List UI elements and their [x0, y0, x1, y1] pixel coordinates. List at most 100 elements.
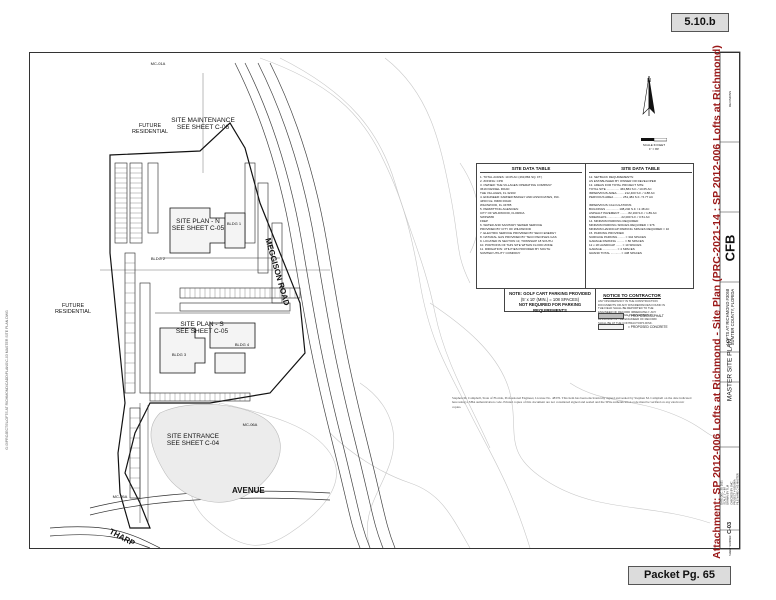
site-data-right-line: SIDEWALKS ................ 22,000 S.F. /…	[589, 215, 650, 219]
site-entrance-label: SITE ENTRANCE SEE SHEET C-04	[166, 433, 220, 448]
mc-05a-label: MC-05A	[112, 494, 128, 499]
site-data-left-line: WILDWOOD, FL 34785	[480, 203, 512, 207]
site-data-right-line: GRAND TOTAL ............ = 438 SPACES	[589, 251, 642, 255]
site-maintenance-label: SITE MAINTENANCE SEE SHEET C-06	[171, 117, 235, 132]
mc-06a-label: MC-06A	[242, 422, 258, 427]
site-data-left-line: THE VILLAGES, FL 32163	[480, 191, 516, 195]
site-plan-drawing	[49, 57, 720, 548]
site-data-right-line: AS ESTABLISHED BY OWNER OR DEVELOPER	[589, 179, 656, 183]
svg-text:N: N	[647, 78, 651, 84]
scale-bar: SCALE IN FEET 1" = 80'	[641, 137, 668, 151]
item-number-badge: 5.10.b	[671, 13, 729, 32]
bldg-1-label: BLDG 1	[226, 221, 242, 226]
bldg-4-label: BLDG 4	[234, 342, 250, 347]
site-data-right-line: IMPERVIOUS AREA ........ 212,400 S.F. / …	[589, 191, 655, 195]
note-title: NOTE: GOLF CART PARKING PROVIDED	[509, 291, 591, 296]
entrance-pond	[150, 404, 281, 503]
scale-label: SCALE IN FEET	[642, 143, 666, 147]
title-block-frame	[719, 51, 741, 550]
site-data-left-line: 3619 KIESSEL ROAD	[480, 187, 510, 191]
future-residential-left-label: FUTURE RESIDENTIAL	[54, 303, 92, 316]
site-data-right-line: PERVIOUS AREA .......... 251,484 S.F. / …	[589, 195, 654, 199]
revisions-label: REVISIONS	[728, 90, 732, 108]
sheet-number: C-03	[727, 521, 733, 534]
legend-asphalt: = PROPOSED ASPHALT	[598, 312, 698, 320]
mc-01a-label: MC-01A	[150, 61, 166, 66]
site-data-right-line: 12. SETBACK REQUIREMENTS:	[589, 175, 634, 179]
site-data-left-line: SWFWMD	[480, 215, 495, 219]
site-data-left-line: CITY OF WILDWOOD, FLORIDA	[480, 211, 525, 215]
bldg-2-label: BLDG 2	[150, 256, 166, 261]
site-data-right-line: TOTAL SITE ............... 463,884 S.F. …	[589, 187, 652, 191]
site-data-right-line: 15. PARKING PROVIDED	[589, 231, 624, 235]
asphalt-swatch	[598, 313, 624, 319]
site-data-left-line: 10. PORTIONS OF THIS SITE WITHIN FLOOD Z…	[480, 243, 553, 247]
site-plan-s-label: SITE PLAN - S SEE SHEET C-05	[175, 321, 229, 336]
site-data-right-line: 12 x 18 HANDICAP ....... = 10 SPACES	[589, 243, 642, 247]
sheet-number-text: SHEET NUMBER C-03	[727, 522, 733, 556]
future-residential-top-label: FUTURE RESIDENTIAL	[131, 123, 169, 136]
site-data-right-column: SITE DATA TABLE 12. SETBACK REQUIREMENTS…	[586, 164, 695, 288]
site-data-left-line: 6. WATER AND SANITARY SEWER SERVICE	[480, 223, 543, 227]
north-arrow-icon: N	[642, 75, 655, 116]
site-data-right-line: MINIMUM HANDICAP PARKING SPACES REQUIRED…	[589, 227, 670, 231]
site-data-right-line: ASPHALT PAVEMENT ......... 82,160 S.F. /…	[589, 211, 657, 215]
note-line3: NOT REQUIRED FOR PARKING REQUIREMENTS	[518, 302, 582, 313]
site-data-left-line: 11. IRRIGATION: UTILITIES PROVIDED BY SO…	[480, 247, 551, 251]
site-data-left-line: FDEP	[480, 219, 489, 223]
site-data-left-lines: 1. TOTAL ACRES: 10.65 AC (463,884 SQ. FT…	[480, 175, 582, 255]
asphalt-label: = PROPOSED ASPHALT	[628, 314, 664, 318]
site-data-right-line: 14. MINIMUM PARKING REQUIRED	[589, 219, 639, 223]
project-line2: SUMTER COUNTY, FLORIDA	[730, 288, 735, 346]
site-data-left-line: 9. LOCATED IN SECTION 13, TOWNSHIP 18 SO…	[480, 239, 553, 243]
site-data-table: SITE DATA TABLE 1. TOTAL ACRES: 10.65 AC…	[476, 163, 694, 289]
site-data-left-line: 4. ENGINEER: FARNER BARLEY AND ASSOCIATE…	[480, 195, 560, 199]
site-data-left-line: 7. ELECTRIC SERVICE PROVIDED BY SECO ENE…	[480, 231, 557, 235]
attachment-label-text: Attachment: SP 2012-006 Lofts at Richmon…	[711, 44, 723, 559]
site-data-left-line: 5. PERMITTING AGENCIES:	[480, 207, 519, 211]
site-data-left-line: 2. ZONING: CPD	[480, 179, 504, 183]
file-path-text: G:\3\PROJECTS\LOFTS AT RICHMOND\CADD\PLA…	[5, 310, 9, 450]
parking-stripes	[115, 167, 296, 489]
file-label: FILE NAME	[736, 490, 740, 505]
site-data-left-line: 3. OWNER: THE VILLAGES OPERATING COMPANY	[480, 183, 552, 187]
site-data-left-line: 1. TOTAL ACRES: 10.65 AC (463,884 SQ. FT…	[480, 175, 543, 179]
site-data-left-title: SITE DATA TABLE	[480, 166, 582, 173]
site-data-right-line: GARAGE PARKING ......... = 80 SPACES	[589, 239, 644, 243]
legend-concrete: = PROPOSED CONCRETE	[598, 323, 698, 331]
attachment-side-label: Attachment: SP 2012-006 Lofts at Richmon…	[707, 45, 727, 559]
engineer-seal-disclaimer: Stephen M. Campbell, State of Florida, P…	[452, 396, 692, 409]
notice-text: ANY DISCREPANCY IN THE CONSTRUCTION DOCU…	[598, 299, 666, 325]
buildings	[159, 207, 256, 374]
avenue-road	[49, 490, 331, 548]
packet-page-badge: Packet Pg. 65	[628, 566, 731, 585]
meggison-road	[234, 62, 396, 548]
file-value: C-03 MASTER	[736, 472, 740, 490]
drive-aisles	[139, 257, 290, 523]
sheet-number-label: SHEET NUMBER	[729, 535, 732, 557]
site-data-right-title: SITE DATA TABLE	[589, 166, 692, 173]
site-data-right-line: GARAGE ................. = 4 SPACES	[589, 247, 635, 251]
drawing-sheet	[29, 52, 740, 549]
site-data-right-line: MINIMUM PARKING SPACES REQUIRED = 376	[589, 223, 655, 227]
site-data-right-line: SURFACE PARKING ........ = 344 SPACES	[589, 235, 646, 239]
note-line2: (5' x 10' (MIN.) = 108 SPACES)	[520, 296, 580, 302]
site-data-left-line: SUMTER UTILITY COMPANY	[480, 251, 521, 255]
avenue-label: AVENUE	[232, 486, 265, 495]
site-data-left-column: SITE DATA TABLE 1. TOTAL ACRES: 10.65 AC…	[477, 164, 586, 288]
notice-to-contractor: NOTICE TO CONTRACTOR ANY DISCREPANCY IN …	[598, 293, 666, 325]
sheet-title: MASTER SITE PLAN	[726, 338, 734, 401]
site-data-right-lines: 12. SETBACK REQUIREMENTS: AS ESTABLISHED…	[589, 175, 692, 255]
site-data-left-line: PROVIDED BY CITY OF WILDWOOD	[480, 227, 532, 231]
bldg-3-label: BLDG 3	[171, 352, 187, 357]
site-data-right-line: BUILDINGS ............... 108,240 S.F. /…	[589, 207, 650, 211]
site-data-left-line: 4450 N.E. 83RD ROAD	[480, 199, 512, 203]
golf-cart-note: NOTE: GOLF CART PARKING PROVIDED (5' x 1…	[504, 288, 596, 313]
file-path-margin: G:\3\PROJECTS\LOFTS AT RICHMOND\CADD\PLA…	[2, 200, 12, 560]
site-data-right-line: 13. AREAS FOR TOTAL PROJECT SITE	[589, 183, 644, 187]
concrete-swatch	[598, 324, 624, 330]
scale-bar-graphic	[641, 137, 668, 142]
site-data-left-line: 8. NATURAL GAS PROVIDED BY TECO PEOPLES …	[480, 235, 557, 239]
concrete-label: = PROPOSED CONCRETE	[628, 325, 668, 329]
notice-title: NOTICE TO CONTRACTOR	[603, 293, 661, 298]
